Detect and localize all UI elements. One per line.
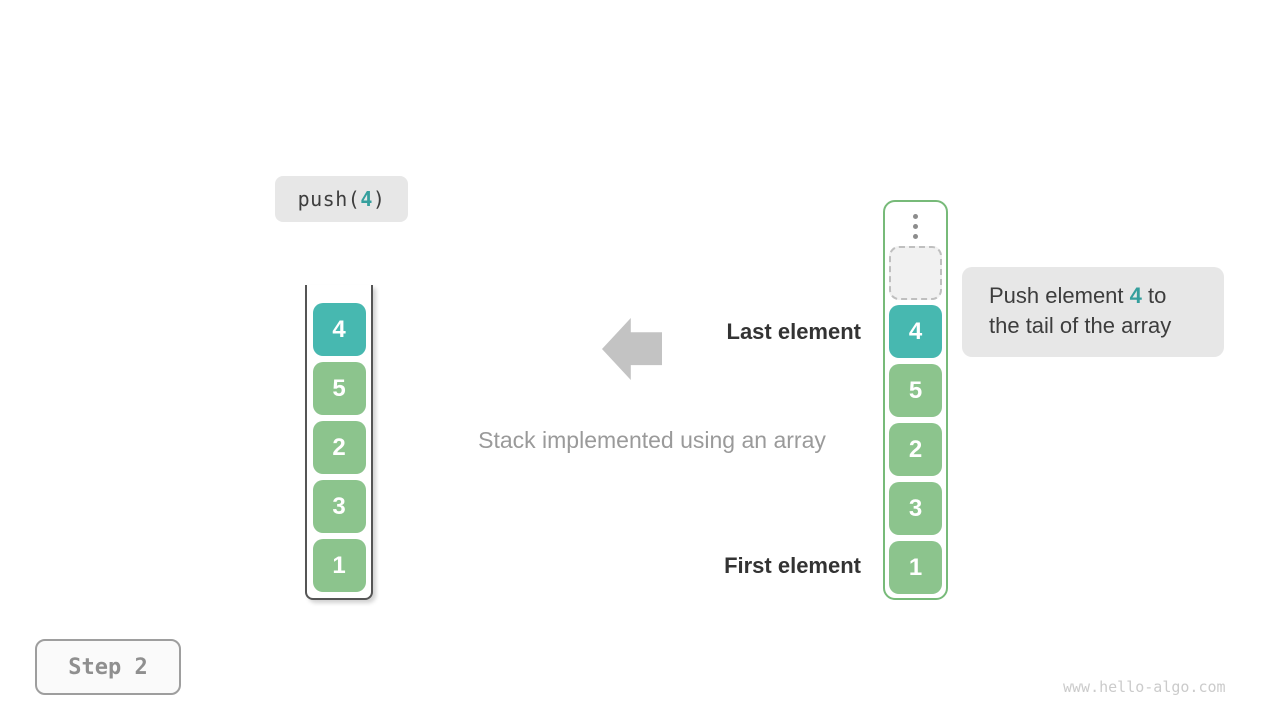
annotation-value: 4 [1129,283,1142,308]
last-element-label: Last element [726,319,862,344]
array-cell: 5 [889,364,942,417]
first-element-label: First element [724,553,861,578]
push-call-prefix: push( [297,187,361,211]
step-badge: Step 2 [35,639,181,695]
stack-cell: 3 [312,480,366,533]
array-cell: 1 [889,541,942,594]
annotation-text-1: Push element [989,283,1130,308]
empty-array-slot [889,246,942,300]
diagram-caption: Stack implemented using an array [478,427,826,453]
annotation-text-2: to [1141,283,1167,308]
watermark-url: www.hello-algo.com [1063,678,1226,696]
stack-cell: 1 [312,539,366,592]
array-cell: 4 [889,305,942,358]
stack-cell: 5 [312,362,366,415]
abstract-stack-container: 4 5 2 3 1 [305,285,373,600]
array-stack-container: 4 5 2 3 1 [883,200,948,600]
annotation-text-3: the tail of the array [989,313,1172,338]
push-annotation-box: Push element 4 to the tail of the array [962,267,1224,357]
push-call-argument: 4 [360,187,373,211]
array-cell: 2 [889,423,942,476]
stack-cell: 2 [312,421,366,474]
push-call-suffix: ) [372,187,386,211]
push-operation-label: push(4) [275,176,408,222]
ellipsis-dots-icon [913,214,918,239]
array-cell: 3 [889,482,942,535]
stack-cell: 4 [312,303,366,356]
